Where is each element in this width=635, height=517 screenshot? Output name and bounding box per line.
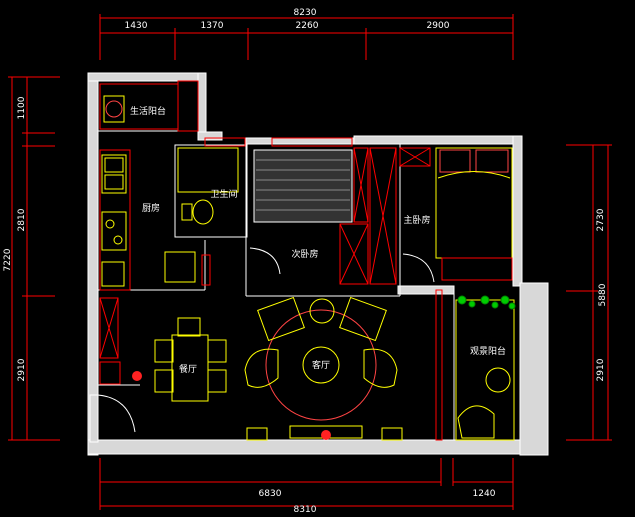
left-total-dimension: 7220 — [3, 248, 13, 271]
toilet-icon — [181, 199, 214, 225]
room-label-bathroom: 卫生间 — [210, 188, 237, 200]
right-total-dimension: 5880 — [598, 283, 608, 306]
living-set — [244, 296, 403, 441]
shower-icon — [177, 147, 239, 193]
left-dimension-1: 1100 — [17, 96, 27, 119]
bottom-dimension-1: 6830 — [259, 489, 282, 499]
left-dimensions — [8, 76, 60, 441]
bottom-dimension-2: 1240 — [473, 489, 496, 499]
kitchen-fridge-icon — [101, 251, 196, 287]
top-dimensions — [99, 14, 514, 60]
top-dimension-4: 2900 — [427, 21, 450, 31]
fixture-lines — [99, 80, 443, 441]
bottom-dimensions — [99, 458, 514, 510]
room-label-master-bedroom: 主卧房 — [403, 214, 430, 226]
top-dimension-2: 1370 — [201, 21, 224, 31]
top-total-dimension: 8230 — [294, 8, 317, 18]
balcony-furniture — [455, 299, 515, 441]
right-dimensions — [566, 144, 612, 441]
bottom-total-dimension: 8310 — [294, 505, 317, 515]
right-dimension-2: 2910 — [596, 358, 606, 381]
kitchen-stove-icon — [101, 211, 127, 251]
wardrobe-master-bedroom — [369, 147, 397, 285]
door-swings — [97, 247, 435, 433]
second-bedroom-bed — [253, 149, 353, 223]
room-label-dining: 餐厅 — [179, 363, 197, 375]
left-dimension-3: 2910 — [17, 358, 27, 381]
dining-set — [154, 317, 227, 402]
top-dimension-3: 2260 — [296, 21, 319, 31]
plant-icons — [457, 295, 516, 310]
room-label-second-bedroom: 次卧房 — [291, 248, 318, 260]
washing-machine-icon — [103, 95, 125, 123]
right-dimension-1: 2730 — [596, 208, 606, 231]
room-label-living: 客厅 — [312, 359, 330, 371]
room-label-view-balcony: 观景阳台 — [470, 345, 506, 357]
interior-walls — [97, 80, 455, 441]
wardrobe-second-bedroom — [339, 147, 369, 285]
kitchen-sink-icon — [101, 154, 127, 194]
room-label-service-balcony: 生活阳台 — [130, 105, 166, 117]
room-label-kitchen: 厨房 — [142, 202, 160, 214]
top-dimension-1: 1430 — [125, 21, 148, 31]
left-dimension-2: 2810 — [17, 208, 27, 231]
master-bed — [435, 147, 513, 281]
walls — [87, 72, 549, 456]
lamp-icons — [132, 371, 331, 440]
